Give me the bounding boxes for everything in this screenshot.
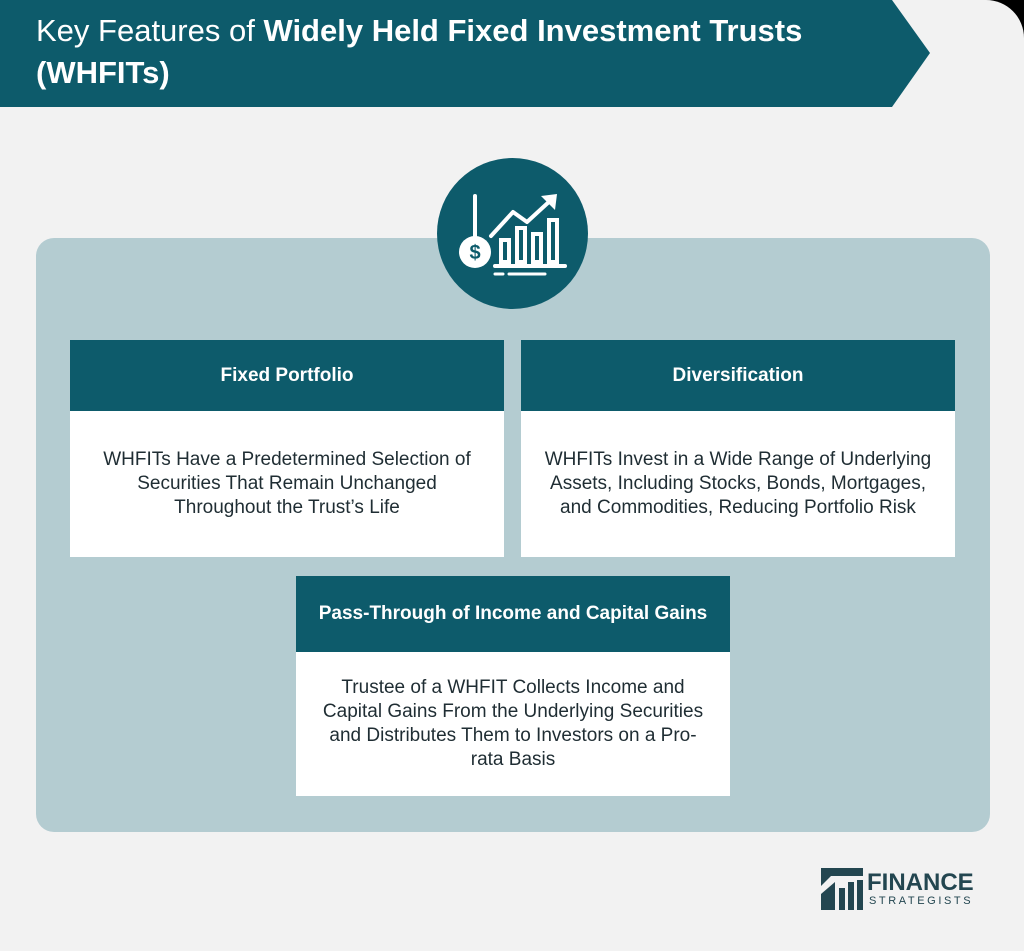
finance-strategists-logo: FINANCE STRATEGISTS xyxy=(821,868,991,912)
page-title-bold: Widely Held Fixed Investment Trusts (WHF… xyxy=(36,13,803,90)
chart-growth-svg: $ xyxy=(459,194,567,276)
header-banner xyxy=(0,0,930,107)
card-diversification-title: Diversification xyxy=(521,340,955,411)
card-pass-through-body: Trustee of a WHFIT Collects Income and C… xyxy=(322,677,704,770)
investment-growth-chart-icon: $ xyxy=(437,158,588,309)
page-title-light: Key Features of xyxy=(36,13,264,48)
finance-strategists-logo-icon xyxy=(821,868,863,910)
card-fixed-portfolio-body: WHFITs Have a Predetermined Selection of… xyxy=(103,449,471,518)
card-fixed-portfolio: Fixed Portfolio WHFITs Have a Predetermi… xyxy=(70,340,504,557)
card-fixed-portfolio-title: Fixed Portfolio xyxy=(70,340,504,411)
logo-text-finance: FINANCE xyxy=(867,869,974,896)
card-diversification: Diversification WHFITs Invest in a Wide … xyxy=(521,340,955,557)
svg-text:$: $ xyxy=(469,242,480,264)
card-diversification-body: WHFITs Invest in a Wide Range of Underly… xyxy=(544,449,932,518)
logo-text-strategists: STRATEGISTS xyxy=(869,895,974,907)
card-pass-through-title: Pass-Through of Income and Capital Gains xyxy=(296,576,730,652)
page-title: Key Features of Widely Held Fixed Invest… xyxy=(36,10,886,94)
card-pass-through: Pass-Through of Income and Capital Gains… xyxy=(296,576,730,796)
